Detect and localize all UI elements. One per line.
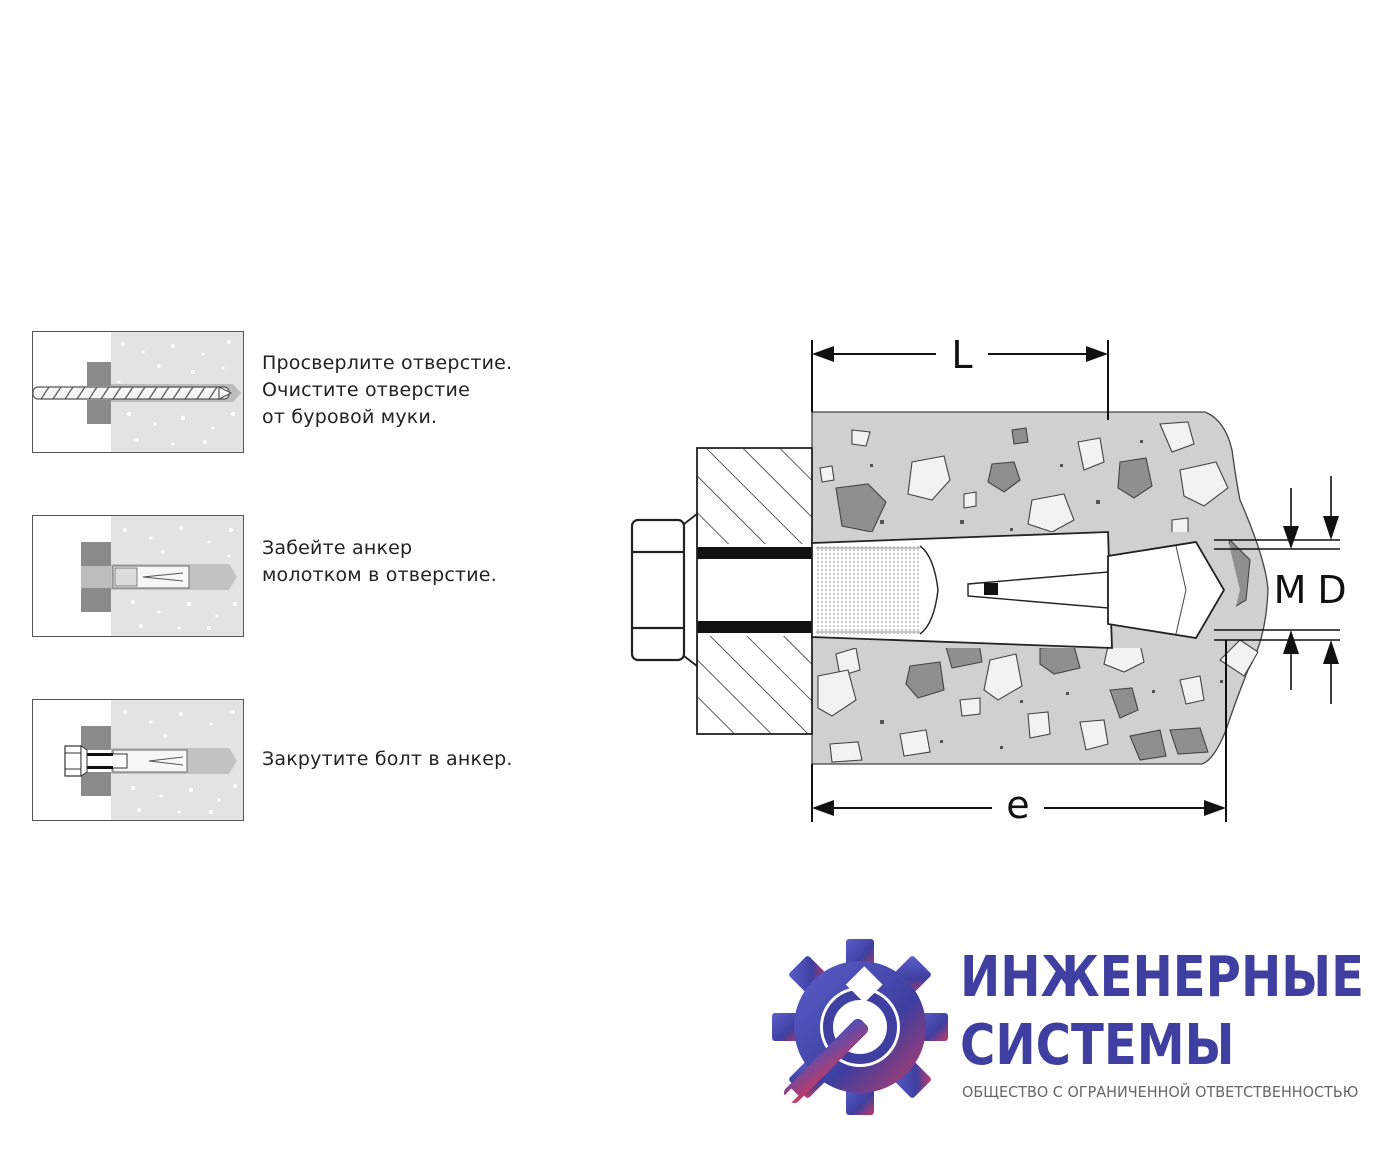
dimension-l-label: L	[951, 333, 972, 377]
step-1-text: Просверлите отверстие. Очистите отверсти…	[262, 350, 512, 431]
step-2-line-1: Забейте анкер	[262, 537, 413, 559]
washer	[683, 512, 698, 668]
logo-subtitle: ОБЩЕСТВО С ОГРАНИЧЕННОЙ ОТВЕТСТВЕННОСТЬЮ	[962, 1083, 1359, 1101]
dimension-d-label: D	[1317, 568, 1346, 612]
step-2-line-2: молотком в отверстие.	[262, 564, 497, 586]
step-3-line-1: Закрутите болт в анкер.	[262, 748, 513, 770]
dimension-m-label: M	[1274, 568, 1307, 612]
dimension-e	[811, 640, 1227, 822]
company-logo: ИНЖЕНЕРНЫЕ СИСТЕМЫ ОБЩЕСТВО С ОГРАНИЧЕНН…	[760, 915, 1400, 1146]
step-1-line-2: Очистите отверстие	[262, 379, 470, 401]
step-2-text: Забейте анкер молотком в отверстие.	[262, 535, 497, 589]
concrete-aggregate	[817, 421, 1259, 763]
step-1-line-1: Просверлите отверстие.	[262, 352, 513, 374]
dimension-e-label: e	[1006, 783, 1029, 827]
logo-title-line-1: ИНЖЕНЕРНЫЕ	[960, 945, 1365, 1010]
step-2-illustration	[32, 515, 244, 637]
step-3-illustration	[32, 699, 244, 821]
anchor-sleeve	[811, 531, 1113, 649]
bolt-shank	[690, 547, 812, 633]
anchor-cross-section-drawing: L e M D	[630, 333, 1347, 827]
logo-title-line-2: СИСТЕМЫ	[960, 1013, 1235, 1078]
gear-wrench-icon	[772, 939, 948, 1115]
dimension-m-d	[1214, 476, 1340, 704]
hex-bolt-head	[630, 518, 686, 662]
step-1-illustration	[32, 331, 244, 453]
step-1-line-3: от буровой муки.	[262, 406, 438, 428]
dimension-l	[811, 340, 1109, 420]
step-3-text: Закрутите болт в анкер.	[262, 746, 513, 773]
concrete-specks	[870, 440, 1223, 749]
